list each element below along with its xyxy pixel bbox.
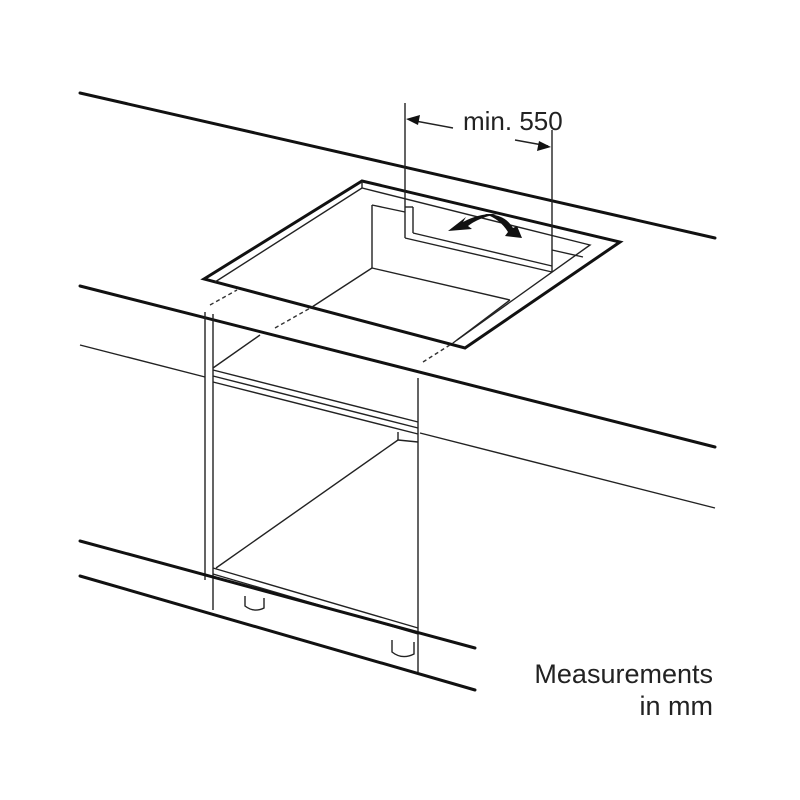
cabinet-foot-left [244, 596, 265, 611]
cabinet-foot-right [391, 640, 415, 658]
base-cabinet [204, 312, 419, 672]
hob-cutout [200, 179, 624, 363]
countertop-back-edge [78, 91, 717, 240]
cutout-outline [200, 179, 624, 350]
insert-direction-arrows-icon [448, 213, 522, 238]
dimension-min-550: min. 550 [404, 103, 563, 272]
arrow-right-icon [537, 141, 551, 151]
arrow-left-icon [406, 115, 420, 125]
countertop-underside-right [419, 432, 716, 509]
measurement-note-line2: in mm [640, 691, 714, 721]
cutout-rim [214, 187, 592, 341]
plinth-line-bottom [78, 574, 477, 692]
measurement-note-line1: Measurements [534, 659, 713, 689]
countertop-underside-left [79, 344, 206, 378]
dimension-label: min. 550 [463, 106, 563, 136]
cavity-floor-back [371, 267, 511, 301]
countertop-front-edge [78, 284, 717, 449]
countertop [78, 91, 717, 509]
plinth-line-top [78, 539, 477, 650]
